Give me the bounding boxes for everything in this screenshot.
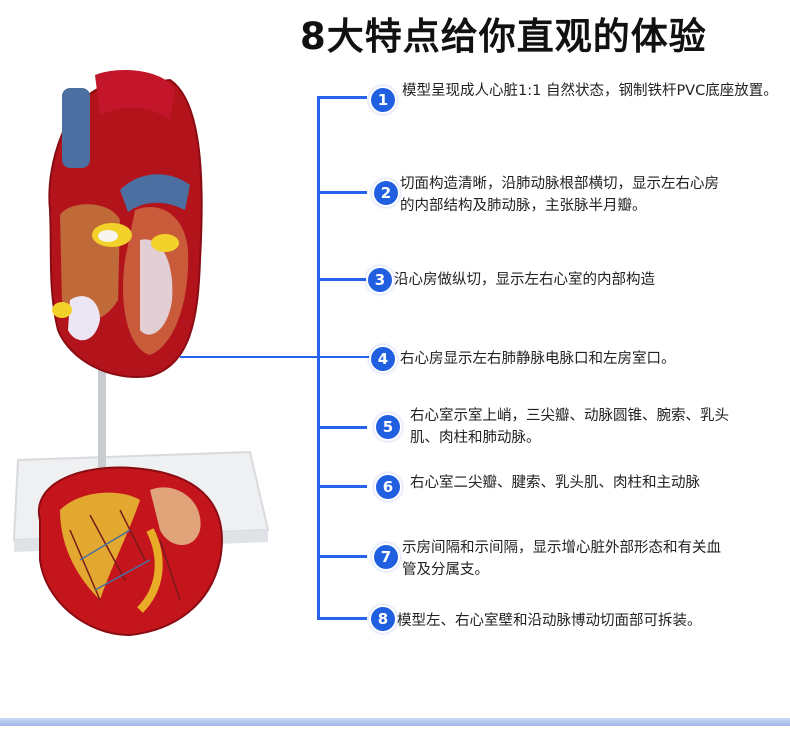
feature-8-badge: 8 bbox=[371, 607, 395, 631]
feature-3-text: 沿心房做纵切，显示左右心室的内部构造 bbox=[394, 272, 655, 288]
feature-6-text: 右心室二尖瓣、腱索、乳头肌、肉柱和主动脉 bbox=[410, 475, 700, 491]
bracket-line bbox=[317, 96, 320, 620]
feature-6-badge: 6 bbox=[376, 475, 400, 499]
tick-7 bbox=[317, 555, 367, 558]
feature-1-badge: 1 bbox=[371, 88, 395, 112]
tick-8 bbox=[317, 617, 367, 620]
feature-4-badge: 4 bbox=[371, 347, 395, 371]
feature-7-text: 示房间隔和示间隔，显示增心脏外部形态和有关血管及分属支。 bbox=[402, 540, 721, 578]
feature-5-text: 右心室示室上峭，三尖瓣、动脉圆锥、腕索、乳头肌、肉柱和肺动脉。 bbox=[410, 408, 729, 446]
pointer-line bbox=[180, 356, 370, 358]
tick-5 bbox=[317, 426, 367, 429]
tick-2 bbox=[317, 191, 367, 194]
tick-6 bbox=[317, 485, 367, 488]
feature-2-badge: 2 bbox=[374, 181, 398, 205]
tick-1 bbox=[317, 96, 367, 99]
feature-5-badge: 5 bbox=[376, 415, 400, 439]
feature-7-badge: 7 bbox=[374, 545, 398, 569]
feature-4-text: 右心房显示左右肺静脉电脉口和左房室口。 bbox=[400, 351, 676, 367]
heart-model-illustration bbox=[12, 70, 270, 637]
stand-rod bbox=[98, 360, 106, 470]
feature-1-text: 模型呈现成人心脏1:1 自然状态，钢制铁杆PVC底座放置。 bbox=[402, 83, 778, 99]
feature-3-badge: 3 bbox=[368, 268, 392, 292]
heart-section-upper bbox=[48, 70, 203, 378]
tick-3 bbox=[317, 278, 367, 281]
bottom-divider bbox=[0, 718, 790, 726]
feature-2-text: 切面构造清晰，沿肺动脉根部横切，显示左右心房的内部结构及肺动脉，主张脉半月瓣。 bbox=[400, 176, 719, 214]
feature-8-text: 模型左、右心室壁和沿动脉博动切面部可拆装。 bbox=[397, 613, 702, 629]
page-title: 8大特点给你直观的体验 bbox=[300, 15, 707, 58]
heart-external-lower bbox=[37, 466, 223, 637]
